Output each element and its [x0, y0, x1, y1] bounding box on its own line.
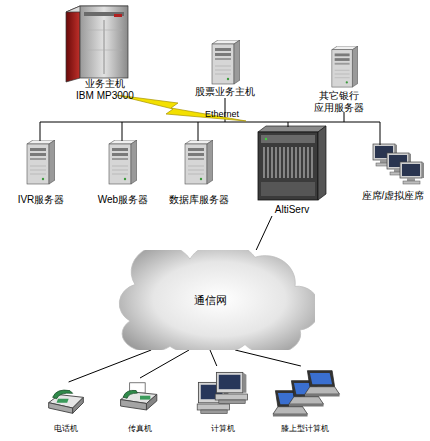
database-server: 数据库服务器	[162, 138, 236, 206]
node-label: 座席/虚拟座席	[356, 190, 430, 202]
network-link	[69, 350, 152, 382]
node-label: 膝上型计算机	[264, 424, 346, 434]
network-link	[140, 350, 189, 378]
stock-host: 股票业务主机	[188, 38, 262, 98]
fax-machine: 传真机	[112, 378, 168, 434]
telephone: 电话机	[40, 382, 92, 434]
node-label: Web服务器	[90, 194, 156, 206]
bank-app-server: 其它银行 应用服务器	[300, 44, 378, 114]
agent-seats: 座席/虚拟座席	[356, 140, 430, 202]
node-label: 电话机	[40, 424, 92, 434]
ivr-server: IVR服务器	[10, 138, 72, 206]
laptop: 膝上型计算机	[264, 366, 346, 434]
network-link	[210, 350, 217, 366]
node-label: 通信网	[150, 294, 270, 307]
node-label: 股票业务主机	[188, 86, 262, 98]
node-label: AltiServ	[252, 204, 332, 216]
node-label: 计算机	[192, 424, 254, 434]
network-cloud: 通信网	[105, 250, 315, 350]
node-label: 传真机	[112, 424, 168, 434]
web-server: Web服务器	[90, 138, 156, 206]
mainframe-host: 业务主机 IBM MP3000	[62, 4, 148, 102]
altiserv-switch: AltiServ	[252, 124, 332, 216]
node-label: IVR服务器	[10, 194, 72, 206]
computer: 计算机	[192, 366, 254, 434]
node-label: 数据库服务器	[162, 194, 236, 206]
node-label: 业务主机 IBM MP3000	[75, 78, 135, 102]
network-link	[256, 216, 272, 250]
network-link	[235, 350, 301, 366]
bus-label: Ethernet	[205, 109, 239, 120]
node-label: 其它银行 应用服务器	[313, 90, 365, 114]
